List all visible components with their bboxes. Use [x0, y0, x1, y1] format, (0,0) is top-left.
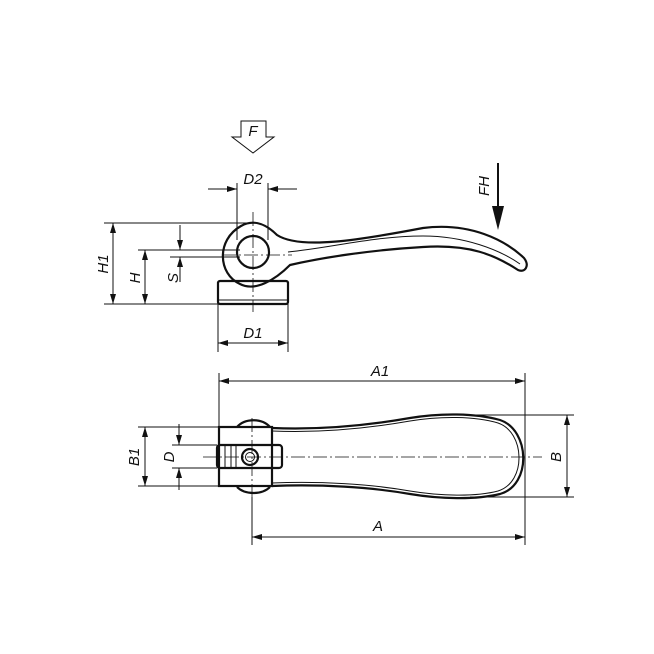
dimension-label-b: B	[548, 452, 565, 462]
clamp-slot	[215, 443, 284, 470]
dimension-label-h: H	[127, 272, 144, 283]
top-view: A1 B1 D	[126, 363, 574, 545]
lever-head	[217, 425, 274, 488]
dimension-label-a1: A1	[370, 363, 389, 380]
dimension-h: H	[127, 249, 240, 304]
dimension-s: S	[165, 225, 240, 283]
dimension-label-h1: H1	[95, 254, 112, 273]
hand-force-arrow: FH	[476, 163, 504, 230]
dimension-label-d: D	[161, 451, 178, 462]
arrow-down-icon	[492, 206, 504, 230]
dimension-label-a: A	[372, 518, 383, 535]
side-view: F D2 H1 H	[95, 120, 528, 352]
dimension-b: B	[470, 414, 574, 498]
dimension-d: D	[161, 424, 217, 490]
force-arrow-icon	[230, 120, 276, 154]
dimension-label-d1: D1	[243, 325, 262, 342]
lever-body	[221, 221, 528, 288]
dimension-label-d2: D2	[243, 171, 263, 188]
dimension-label-s: S	[165, 273, 182, 283]
handle-outline	[271, 413, 525, 500]
dimension-a: A	[251, 497, 525, 545]
force-label: F	[248, 123, 258, 140]
dimension-a1: A1	[218, 363, 526, 545]
dimension-d2: D2	[208, 171, 297, 240]
dimension-h1: H1	[95, 222, 250, 305]
hand-force-label: FH	[476, 176, 493, 196]
dimension-d1: D1	[217, 304, 289, 352]
dimension-label-b1: B1	[126, 448, 143, 466]
